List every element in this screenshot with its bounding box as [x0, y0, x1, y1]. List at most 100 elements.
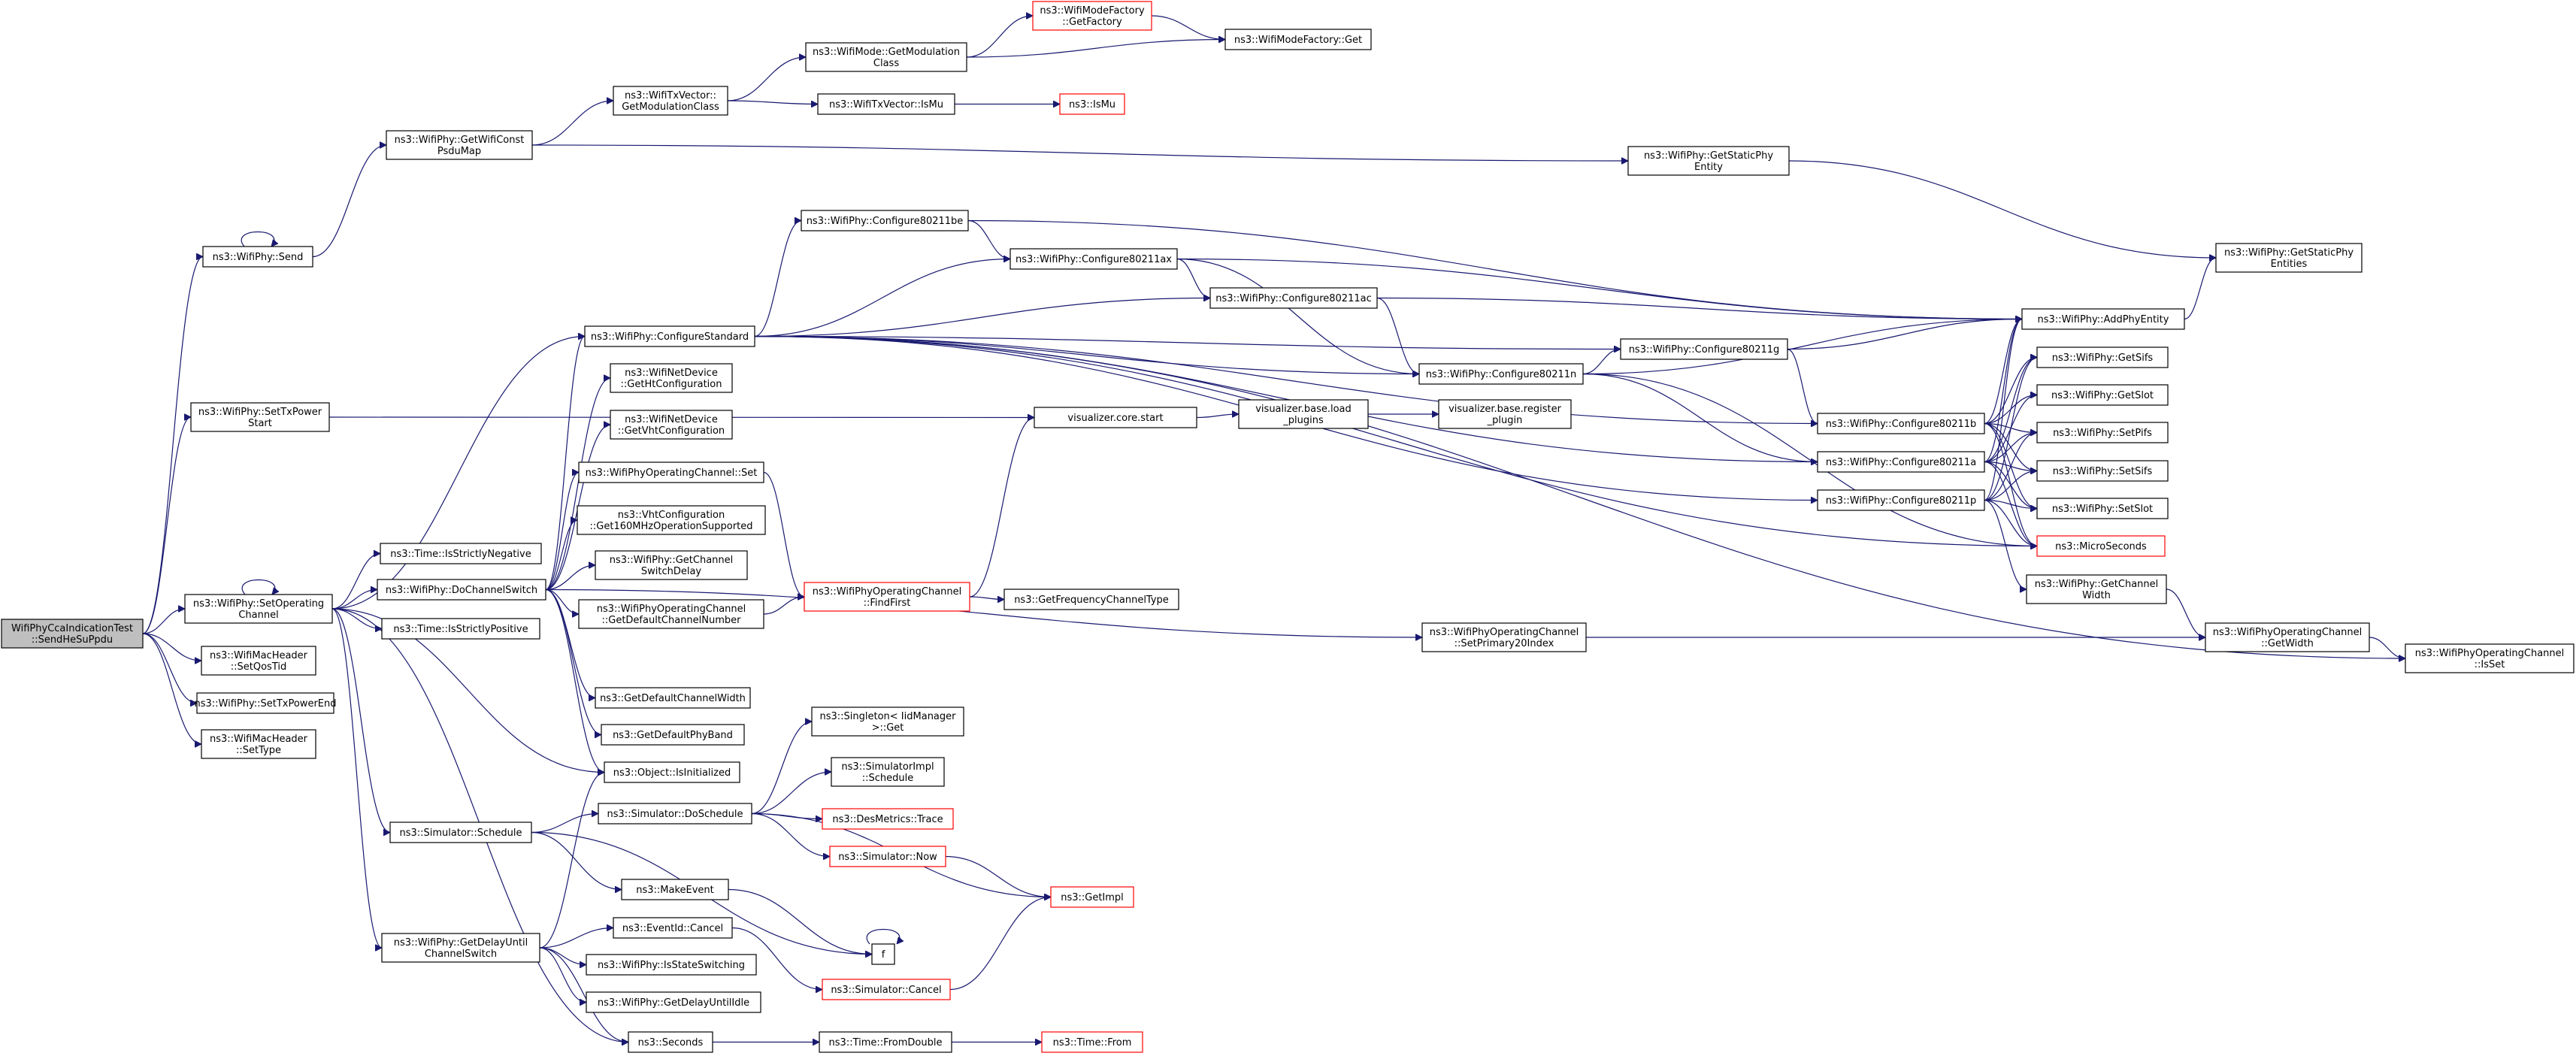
node-implsched[interactable]: ns3::SimulatorImpl::Schedule: [831, 757, 945, 787]
node-box: [595, 550, 748, 580]
node-label: ns3::SimulatorImpl: [841, 761, 934, 773]
node-singleton[interactable]: ns3::Singleton< IidManager >::Get: [811, 707, 964, 737]
node-getslot[interactable]: ns3::WifiPhy::GetSlot: [2036, 384, 2169, 406]
node-timefrom[interactable]: ns3::Time::From: [1041, 1031, 1143, 1053]
node-modegetmod[interactable]: ns3::WifiMode::GetModulationClass: [805, 42, 967, 72]
node-setpifs[interactable]: ns3::WifiPhy::SetPifs: [2036, 422, 2169, 443]
node-getdefchnum[interactable]: ns3::WifiPhyOperatingChannel::GetDefault…: [578, 599, 764, 629]
node-isinit[interactable]: ns3::Object::IsInitialized: [604, 761, 740, 783]
node-root[interactable]: WifiPhyCcaIndicationTest::SendHeSuPpdu: [1, 619, 144, 649]
node-setqos[interactable]: ns3::WifiMacHeader::SetQosTid: [201, 646, 316, 676]
node-cfgb[interactable]: ns3::WifiPhy::Configure80211b: [1817, 413, 1985, 434]
node-strictpos[interactable]: ns3::Time::IsStrictlyPositive: [381, 618, 540, 640]
node-label: Channel: [238, 610, 278, 621]
node-getvhtconf[interactable]: ns3::WifiNetDevice::GetVhtConfiguration: [610, 410, 733, 440]
node-box: [184, 594, 333, 624]
node-opgetwidth[interactable]: ns3::WifiPhyOperatingChannel::GetWidth: [2205, 622, 2370, 652]
node-gethtconf[interactable]: ns3::WifiNetDevice::GetHtConfiguration: [610, 363, 733, 393]
node-dochswitch[interactable]: ns3::WifiPhy::DoChannelSwitch: [377, 579, 546, 601]
node-strictneg[interactable]: ns3::Time::IsStrictlyNegative: [380, 543, 542, 564]
node-cfgg[interactable]: ns3::WifiPhy::Configure80211g: [1620, 338, 1788, 360]
edge-cfga-to-addphy: [1984, 319, 2023, 463]
edge-schedule-to-doschedule: [531, 814, 598, 834]
node-vizload[interactable]: visualizer.base.load_plugins: [1238, 399, 1369, 429]
node-box: [628, 1031, 713, 1053]
node-cfgp[interactable]: ns3::WifiPhy::Configure80211p: [1817, 489, 1985, 511]
edge-cfgg-to-addphy: [1787, 319, 2022, 350]
node-micro[interactable]: ns3::MicroSeconds: [2036, 535, 2166, 557]
node-getfreqtype[interactable]: ns3::GetFrequencyChannelType: [1003, 589, 1179, 610]
node-modefactory[interactable]: ns3::WifiModeFactory::Get: [1224, 29, 1372, 50]
node-f[interactable]: f: [871, 943, 895, 965]
node-getsifs[interactable]: ns3::WifiPhy::GetSifs: [2036, 346, 2169, 368]
node-label: ::GetHtConfiguration: [621, 379, 722, 390]
node-getmodclass[interactable]: ns3::WifiTxVector::GetModulationClass: [613, 86, 728, 116]
node-makeevent[interactable]: ns3::MakeEvent: [621, 879, 729, 900]
node-setsifs[interactable]: ns3::WifiPhy::SetSifs: [2036, 460, 2169, 482]
node-cfgac[interactable]: ns3::WifiPhy::Configure80211ac: [1209, 287, 1378, 309]
node-send[interactable]: ns3::WifiPhy::Send: [202, 246, 313, 268]
node-label: ns3::WifiPhy::Configure80211b: [1826, 419, 1977, 430]
node-desmetrics[interactable]: ns3::DesMetrics::Trace: [822, 808, 954, 830]
node-getdelayidle[interactable]: ns3::WifiPhy::GetDelayUntilIdle: [586, 991, 761, 1013]
node-findfirst[interactable]: ns3::WifiPhyOperatingChannel::FindFirst: [804, 582, 970, 612]
edge-setop-to-setop: [241, 579, 275, 595]
node-vizreg[interactable]: visualizer.base.register_plugin: [1438, 399, 1572, 429]
node-box: [613, 86, 728, 116]
edge-setop-to-strictpos: [331, 608, 382, 629]
node-box: [871, 943, 895, 965]
node-setprimary[interactable]: ns3::WifiPhyOperatingChannel::SetPrimary…: [1421, 622, 1587, 652]
node-box: [822, 979, 951, 1000]
node-simcancel[interactable]: ns3::Simulator::Cancel: [822, 979, 951, 1000]
node-schedule[interactable]: ns3::Simulator::Schedule: [389, 822, 532, 843]
node-configstd[interactable]: ns3::WifiPhy::ConfigureStandard: [584, 325, 755, 347]
node-box: [1003, 589, 1179, 610]
node-settype[interactable]: ns3::WifiMacHeader::SetType: [201, 729, 316, 759]
edge-simnow-to-getimpl: [945, 855, 1051, 897]
node-opisset[interactable]: ns3::WifiPhyOperatingChannel::IsSet: [2405, 643, 2574, 673]
node-seconds[interactable]: ns3::Seconds: [628, 1031, 713, 1053]
node-modefactoryget[interactable]: ns3::WifiModeFactory::GetFactory: [1032, 1, 1152, 31]
node-getdefband[interactable]: ns3::GetDefaultPhyBand: [601, 724, 745, 746]
node-setslot[interactable]: ns3::WifiPhy::SetSlot: [2036, 498, 2169, 519]
node-label: ns3::WifiPhy::Configure80211ax: [1016, 254, 1172, 265]
node-txvismu[interactable]: ns3::WifiTxVector::IsMu: [817, 93, 955, 115]
node-cfgbe[interactable]: ns3::WifiPhy::Configure80211be: [801, 210, 969, 231]
node-settxend[interactable]: ns3::WifiPhy::SetTxPowerEnd: [195, 692, 337, 714]
node-evcancel[interactable]: ns3::EventId::Cancel: [613, 917, 733, 939]
node-box: [2021, 308, 2185, 330]
edge-cfgg-to-cfgb: [1787, 348, 1818, 424]
edge-cfgn-to-micro: [1582, 373, 2037, 546]
node-label: Class: [873, 58, 899, 69]
node-fromdouble[interactable]: ns3::Time::FromDouble: [819, 1031, 952, 1053]
node-box: [202, 246, 313, 268]
node-vizstart[interactable]: visualizer.core.start: [1034, 407, 1197, 428]
node-label: ns3::MicroSeconds: [2055, 541, 2147, 552]
node-label: ns3::WifiPhy::GetWifiConst: [395, 135, 525, 146]
node-label: ns3::WifiPhyOperatingChannel: [1430, 627, 1579, 638]
node-getimpl[interactable]: ns3::GetImpl: [1050, 886, 1134, 908]
node-label: Width: [2082, 590, 2111, 601]
node-box: [1627, 146, 1790, 176]
node-box: [822, 808, 954, 830]
node-get160[interactable]: ns3::VhtConfiguration::Get160MHzOperatio…: [577, 505, 766, 535]
node-doschedule[interactable]: ns3::Simulator::DoSchedule: [598, 803, 752, 825]
node-label: ns3::WifiMode::GetModulation: [813, 47, 960, 58]
node-getdefchwidth[interactable]: ns3::GetDefaultChannelWidth: [595, 687, 751, 709]
node-addphy[interactable]: ns3::WifiPhy::AddPhyEntity: [2021, 308, 2185, 330]
node-ismu[interactable]: ns3::IsMu: [1059, 93, 1125, 115]
node-cfgn[interactable]: ns3::WifiPhy::Configure80211n: [1418, 363, 1584, 385]
node-opchset[interactable]: ns3::WifiPhyOperatingChannel::Set: [578, 461, 764, 483]
node-cfga[interactable]: ns3::WifiPhy::Configure80211a: [1817, 451, 1985, 473]
node-simnow[interactable]: ns3::Simulator::Now: [829, 846, 946, 867]
node-cfgax[interactable]: ns3::WifiPhy::Configure80211ax: [1010, 248, 1178, 270]
node-isstatesw[interactable]: ns3::WifiPhy::IsStateSwitching: [586, 954, 757, 976]
